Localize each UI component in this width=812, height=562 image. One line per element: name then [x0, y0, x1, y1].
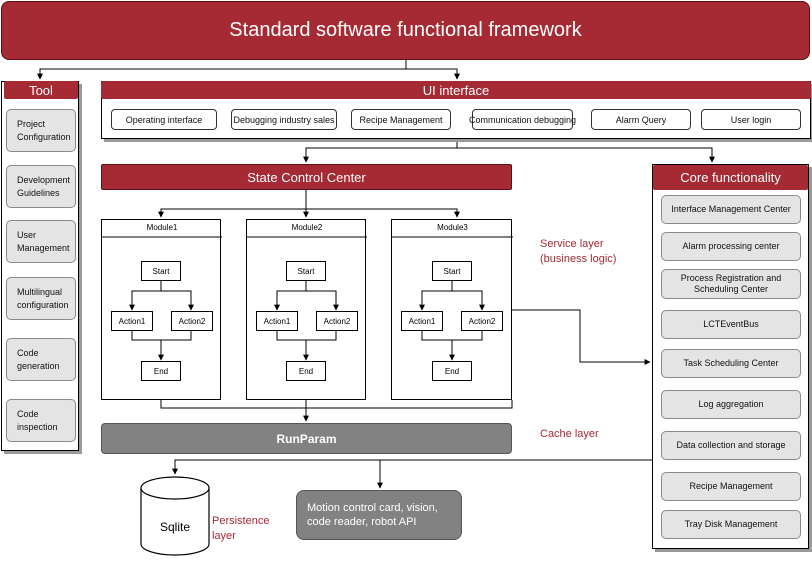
hardware-api-block: Motion control card, vision, code reader…	[296, 490, 462, 540]
cache-layer-label: Cache layer	[540, 428, 599, 440]
communication-debugging-button[interactable]: Communication debugging	[469, 109, 576, 130]
core-item-line: Scheduling Center	[693, 284, 769, 294]
flow-start: Start	[141, 261, 181, 281]
module-3: Module3 Start Action1 Action2 End	[391, 219, 513, 400]
service-layer-label: Service layer (business logic)	[540, 237, 650, 267]
flow-action2: Action2	[461, 311, 503, 331]
task-scheduling-center[interactable]: Task Scheduling Center	[661, 349, 801, 378]
tool-item-label: Guidelines	[17, 187, 60, 198]
debugging-industry-sales-button[interactable]: Debugging industry sales	[231, 109, 337, 130]
flow-action1: Action1	[401, 311, 443, 331]
sqlite-database-icon	[140, 476, 210, 556]
module-1-flow-lines	[102, 236, 222, 361]
runparam-block: RunParam	[101, 423, 512, 454]
state-control-center: State Control Center	[101, 164, 512, 190]
tool-item-label: generation	[17, 360, 60, 371]
service-layer-line: (business logic)	[540, 252, 617, 265]
tool-item-label: Project	[17, 119, 46, 130]
tool-item-label: Management	[17, 242, 70, 253]
tool-item-label: inspection	[17, 421, 58, 432]
ui-interface-header: UI interface	[101, 81, 811, 99]
tray-disk-management[interactable]: Tray Disk Management	[661, 510, 801, 539]
user-login-button[interactable]: User login	[701, 109, 801, 130]
tool-item-label: Development	[17, 175, 71, 186]
module-2-flow-lines	[247, 236, 367, 361]
alarm-processing-center[interactable]: Alarm processing center	[661, 232, 801, 261]
lct-event-bus[interactable]: LCTEventBus	[661, 310, 801, 339]
module-title: Module2	[291, 223, 323, 232]
persistence-layer-line: layer	[212, 529, 236, 542]
module-1: Module1 Start Action1 Action2 End	[101, 219, 222, 400]
tool-item-label: Configuration	[17, 131, 71, 142]
module-2: Module2 Start Action1 Action2 End	[246, 219, 367, 400]
tool-item-label: configuration	[17, 299, 69, 310]
tool-item-label: Multilingual	[17, 287, 63, 298]
tool-item-label: Code	[17, 409, 39, 420]
flow-start: Start	[432, 261, 472, 281]
module-title: Module3	[437, 223, 468, 232]
tool-header: Tool	[4, 81, 78, 99]
flow-end: End	[432, 361, 472, 381]
operating-interface-button[interactable]: Operating interface	[111, 109, 217, 130]
log-aggregation[interactable]: Log aggregation	[661, 390, 801, 419]
flow-action2: Action2	[171, 311, 213, 331]
flow-start: Start	[286, 261, 326, 281]
persistence-layer-label: Persistence layer	[212, 514, 282, 544]
module-title: Module1	[146, 223, 178, 232]
flow-action1: Action1	[111, 311, 153, 331]
core-item-line: Process Registration and	[680, 272, 782, 283]
framework-title: Standard software functional framework	[1, 1, 810, 60]
module-3-flow-lines	[392, 236, 513, 361]
tool-item-label: Code	[17, 348, 39, 359]
flow-end: End	[141, 361, 181, 381]
recipe-management-core[interactable]: Recipe Management	[661, 472, 801, 501]
hardware-api-line: Motion control card, vision,	[307, 501, 438, 514]
service-layer-line: Service layer	[540, 238, 604, 250]
flow-action1: Action1	[256, 311, 298, 331]
flow-end: End	[286, 361, 326, 381]
data-collection-and-storage[interactable]: Data collection and storage	[661, 431, 801, 460]
alarm-query-button[interactable]: Alarm Query	[591, 109, 691, 130]
sqlite-label: Sqlite	[159, 520, 191, 534]
recipe-management-button[interactable]: Recipe Management	[351, 109, 451, 130]
core-functionality-header: Core functionality	[653, 165, 808, 190]
flow-action2: Action2	[316, 311, 358, 331]
hardware-api-line: code reader, robot API	[307, 516, 417, 528]
persistence-layer-line: Persistence	[212, 515, 270, 527]
tool-item-label: User	[17, 230, 37, 241]
interface-management-center[interactable]: Interface Management Center	[661, 195, 801, 224]
